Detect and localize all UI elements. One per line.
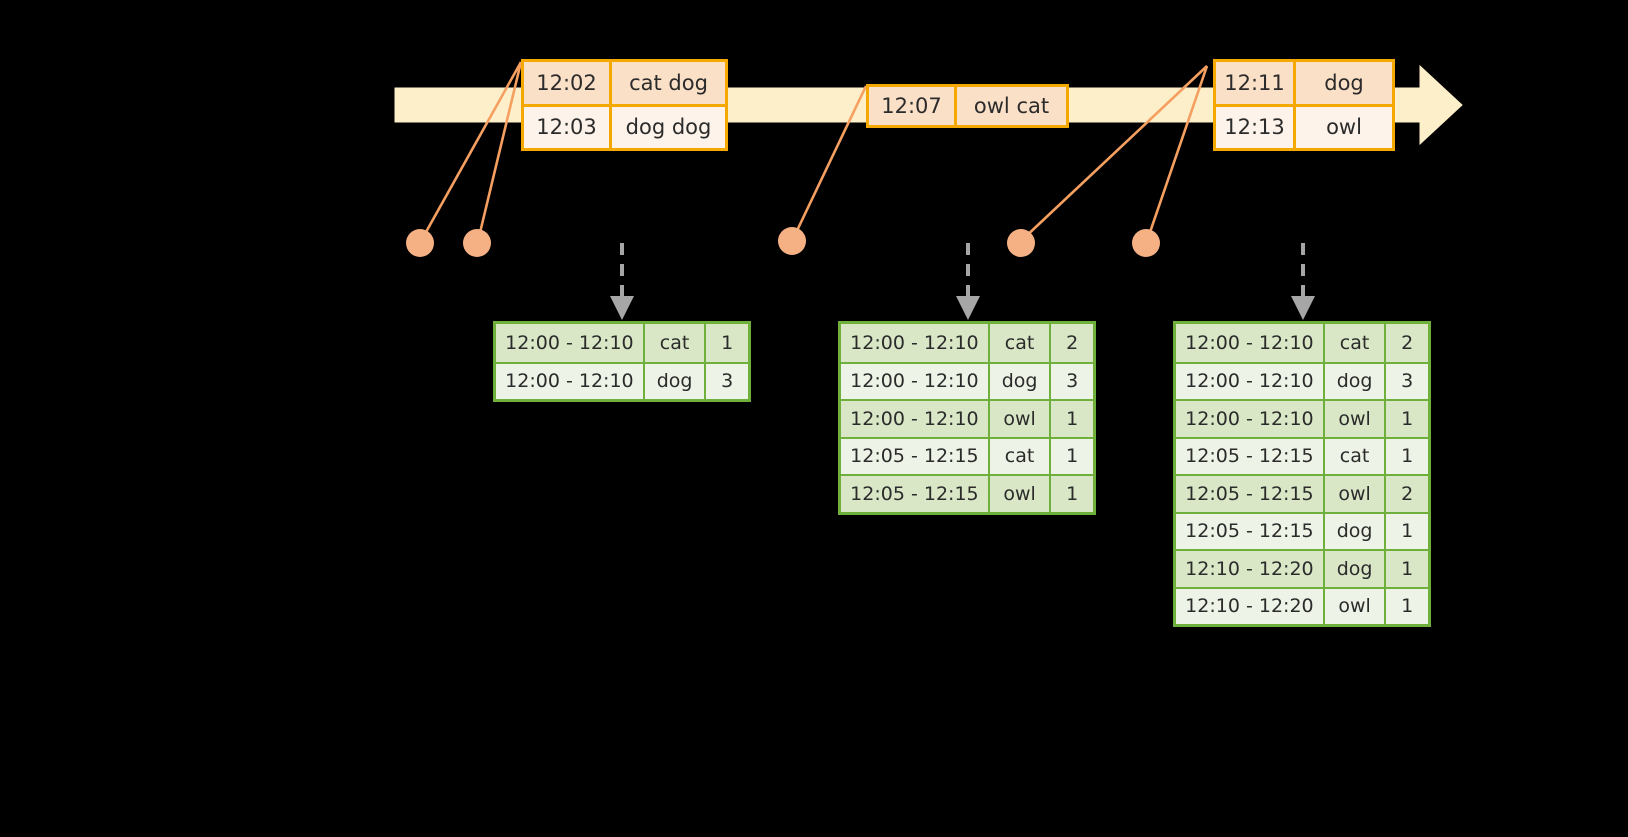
cell-key: dog [645,363,707,399]
event-payload: cat dog [629,70,708,95]
connector-line-2 [476,61,523,242]
emit-arrow-3 [1291,243,1315,320]
table-row: 12:10 - 12:20 dog 1 [1176,549,1428,587]
cell-count: 1 [1066,445,1079,468]
event-payload: dog dog [625,115,712,140]
event-dot-5 [1132,229,1160,257]
event-dot-2 [463,229,491,257]
cell-window: 12:00 - 12:10 [841,401,990,437]
cell-window: 12:00 - 12:10 [1176,324,1325,362]
cell-window: 12:00 - 12:10 [841,324,990,362]
cell-key: dog [1325,513,1387,549]
table-row: 12:05 - 12:15 cat 1 [1176,436,1428,474]
connector-line-5 [1145,65,1209,242]
cell-count: 1 [1401,595,1414,618]
cell-key: dog [990,363,1052,399]
cell-count: 2 [1066,331,1079,354]
table-row: 12:05 - 12:15 dog 1 [1176,511,1428,549]
event-row: 12:03 dog dog [524,103,725,148]
event-box-3[interactable]: 12:11 dog 12:13 owl [1213,59,1395,151]
cell-count: 1 [1066,407,1079,430]
cell-key: owl [1325,476,1387,512]
result-table-1[interactable]: 12:00 - 12:10 cat 1 12:00 - 12:10 dog 3 [493,321,751,402]
cell-count: 3 [1401,370,1414,393]
event-payload: owl cat [973,94,1050,118]
cell-count: 1 [1401,557,1414,580]
event-time: 12:13 [1216,106,1296,148]
event-dot-1 [406,229,434,257]
cell-key: cat [1325,324,1387,362]
event-dots [406,227,1160,257]
cell-window: 12:05 - 12:15 [1176,513,1325,549]
result-table-2[interactable]: 12:00 - 12:10 cat 2 12:00 - 12:10 dog 3 … [838,321,1096,515]
table-row: 12:05 - 12:15 owl 2 [1176,474,1428,512]
cell-key: dog [1325,363,1387,399]
cell-window: 12:00 - 12:10 [841,363,990,399]
event-box-2[interactable]: 12:07 owl cat [866,84,1069,128]
emit-arrows [610,243,1315,320]
cell-key: cat [990,324,1052,362]
cell-key: owl [1325,401,1387,437]
event-dot-4 [1007,229,1035,257]
table-row: 12:00 - 12:10 cat 2 [1176,324,1428,362]
cell-count: 3 [1066,370,1079,393]
cell-window: 12:05 - 12:15 [1176,476,1325,512]
event-dot-3 [778,227,806,255]
cell-window: 12:10 - 12:20 [1176,551,1325,587]
cell-count: 3 [721,370,734,393]
cell-key: owl [1325,588,1387,624]
cell-window: 12:00 - 12:10 [496,363,645,399]
cell-count: 1 [1401,520,1414,543]
event-payload: dog [1324,70,1364,95]
event-payload: owl [1326,115,1362,140]
cell-window: 12:00 - 12:10 [1176,363,1325,399]
cell-key: dog [1325,551,1387,587]
table-row: 12:00 - 12:10 dog 3 [1176,361,1428,399]
cell-count: 1 [1066,482,1079,505]
cell-key: cat [645,324,707,362]
cell-count: 1 [721,331,734,354]
event-row: 12:02 cat dog [524,62,725,104]
table-row: 12:00 - 12:10 owl 1 [841,399,1093,437]
table-row: 12:05 - 12:15 owl 1 [841,474,1093,512]
table-row: 12:00 - 12:10 dog 3 [841,361,1093,399]
cell-window: 12:05 - 12:15 [1176,438,1325,474]
event-box-1[interactable]: 12:02 cat dog 12:03 dog dog [521,59,728,151]
table-row: 12:00 - 12:10 owl 1 [1176,399,1428,437]
cell-window: 12:05 - 12:15 [841,476,990,512]
cell-count: 1 [1401,407,1414,430]
table-row: 12:00 - 12:10 cat 1 [496,324,748,362]
event-row: 12:13 owl [1216,103,1392,148]
table-row: 12:10 - 12:20 owl 1 [1176,586,1428,624]
cell-key: cat [990,438,1052,474]
emit-arrow-1 [610,243,634,320]
cell-window: 12:10 - 12:20 [1176,588,1325,624]
result-table-3[interactable]: 12:00 - 12:10 cat 2 12:00 - 12:10 dog 3 … [1173,321,1431,627]
cell-count: 1 [1401,445,1414,468]
event-row: 12:11 dog [1216,62,1392,104]
cell-key: owl [990,476,1052,512]
connector-line-1 [419,61,523,242]
table-row: 12:05 - 12:15 cat 1 [841,436,1093,474]
table-row: 12:00 - 12:10 dog 3 [496,361,748,399]
cell-window: 12:05 - 12:15 [841,438,990,474]
event-time: 12:03 [524,106,612,148]
table-row: 12:00 - 12:10 cat 2 [841,324,1093,362]
cell-window: 12:00 - 12:10 [1176,401,1325,437]
emit-arrow-2 [956,243,980,320]
event-time: 12:02 [524,62,612,104]
cell-window: 12:00 - 12:10 [496,324,645,362]
event-time: 12:11 [1216,62,1296,104]
cell-count: 2 [1401,331,1414,354]
connector-line-3 [791,85,868,240]
cell-key: cat [1325,438,1387,474]
event-row: 12:07 owl cat [869,87,1066,125]
cell-key: owl [990,401,1052,437]
event-time: 12:07 [869,87,957,125]
cell-count: 2 [1401,482,1414,505]
